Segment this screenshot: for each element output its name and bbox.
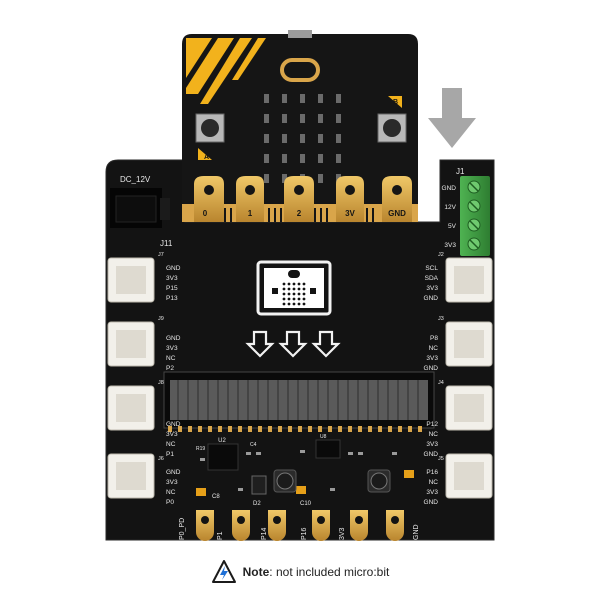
pin-label: P15 — [166, 285, 178, 292]
j1-pin-label: GND — [442, 185, 457, 192]
edge-connector-contacts — [170, 380, 428, 420]
grove-connector-j5: J5 P16 NC 3V3 GND — [424, 453, 493, 506]
pin-label: P8 — [430, 335, 438, 342]
pin-label: P12 — [426, 421, 438, 428]
button-b: B — [377, 96, 407, 143]
connector-id: J5 — [438, 456, 444, 462]
warning-icon — [211, 560, 236, 583]
bottom-gold-pads — [196, 510, 404, 541]
note-text: : not included micro:bit — [269, 565, 390, 579]
pin-label: GND — [424, 295, 439, 302]
note-caption: Note: not included micro:bit — [0, 558, 600, 586]
dc-jack: DC_12V — [110, 175, 170, 228]
j1-pin-label: 3V3 — [444, 242, 456, 249]
component-label: C4 — [250, 442, 257, 448]
button-b-label: B — [393, 99, 398, 106]
component-label: C10 — [300, 501, 312, 507]
pin-label: 3V3 — [166, 431, 178, 438]
edge-pad-label: GND — [388, 209, 406, 218]
connector-id: J6 — [158, 456, 164, 462]
dc-label: DC_12V — [120, 175, 151, 184]
note-label: Note — [242, 565, 270, 579]
pin-label: 3V3 — [166, 345, 178, 352]
connector-id: J9 — [158, 316, 164, 322]
pin-label: 3V3 — [426, 489, 438, 496]
edge-pad-label: 1 — [248, 209, 253, 218]
pin-label: NC — [166, 355, 176, 362]
pin-label: 3V3 — [426, 355, 438, 362]
grove-connector-j7: J7 GND 3V3 P15 P13 — [107, 252, 181, 303]
bottom-pad-label: P0_PD — [179, 518, 186, 540]
pin-label: 3V3 — [166, 275, 178, 282]
pin-label: 3V3 — [166, 479, 178, 486]
component-label: U2 — [218, 438, 226, 444]
pin-label: SCL — [425, 265, 438, 272]
connector-id: J8 — [158, 380, 164, 386]
edge-pad-label: 2 — [297, 209, 302, 218]
pin-label: GND — [424, 499, 439, 506]
pin-label: P13 — [166, 295, 178, 302]
bottom-pad-label: GND — [413, 524, 420, 540]
right-grove-connectors: J2 SCL SDA 3V3 GND J3 P8 NC 3V3 GND — [424, 252, 493, 506]
bottom-pad-label: P16 — [301, 527, 308, 540]
microbit-silkscreen-icon — [256, 260, 332, 316]
left-grove-connectors: J7 GND 3V3 P15 P13 J9 GND 3V3 NC P2 — [107, 252, 181, 506]
pin-label: P1 — [166, 451, 174, 458]
connector-id: J4 — [438, 380, 444, 386]
component-label: U8 — [320, 434, 327, 440]
component-label: D2 — [253, 501, 261, 507]
grove-connector-j8: J8 GND 3V3 NC P1 — [107, 380, 181, 458]
pin-label: GND — [424, 451, 439, 458]
grove-connector-j6: J6 GND 3V3 NC P0 — [107, 453, 181, 506]
connector-id: J2 — [438, 252, 444, 258]
led-matrix — [264, 94, 341, 183]
screw-terminal — [460, 176, 490, 256]
button-a: A — [195, 113, 225, 161]
j1-label: J1 — [456, 167, 465, 176]
bottom-pad-label: P1 — [217, 531, 224, 540]
pin-label: GND — [166, 335, 181, 342]
pin-label: NC — [166, 441, 176, 448]
grove-connector-j4: J4 P12 NC 3V3 GND — [424, 380, 493, 458]
component-label: R19 — [196, 446, 205, 452]
insert-down-arrow — [428, 88, 476, 148]
pin-label: GND — [166, 421, 181, 428]
j1-pin-label: 12V — [444, 204, 456, 211]
smd-components: U2 C8 C10 D2 C4 U8 R19 — [196, 434, 414, 507]
pin-label: GND — [424, 365, 439, 372]
touch-logo — [280, 58, 320, 82]
edge-pad-label: 0 — [203, 209, 208, 218]
expansion-board: DC_12V J11 J1 GND 12V 5V 3V3 — [105, 159, 495, 541]
grove-connector-j9: J9 GND 3V3 NC P2 — [107, 316, 181, 372]
grove-connector-j3: J3 P8 NC 3V3 GND — [424, 316, 493, 372]
pin-label: GND — [166, 469, 181, 476]
pin-label: NC — [429, 431, 439, 438]
connector-id: J7 — [158, 252, 164, 258]
j11-label: J11 — [160, 239, 173, 248]
grove-connector-j2: J2 SCL SDA 3V3 GND — [424, 252, 493, 303]
j1-pin-label: 5V — [448, 223, 457, 230]
pin-label: P0 — [166, 499, 174, 506]
bottom-pad-label: 3V3 — [339, 527, 346, 540]
insert-arrows-silkscreen — [245, 330, 341, 358]
bottom-pad-label: P14 — [261, 527, 268, 540]
pin-label: SDA — [425, 275, 439, 282]
microbit-edge-pads — [194, 176, 412, 222]
pin-label: NC — [429, 479, 439, 486]
pin-label: 3V3 — [426, 285, 438, 292]
pin-label: P2 — [166, 365, 174, 372]
component-label: C8 — [212, 494, 220, 500]
microbit-board: A B 0 1 2 — [182, 30, 418, 222]
connector-id: J3 — [438, 316, 444, 322]
pin-label: P16 — [426, 469, 438, 476]
pin-label: NC — [166, 489, 176, 496]
button-a-label: A — [204, 154, 209, 161]
pin-label: NC — [429, 345, 439, 352]
pin-label: 3V3 — [426, 441, 438, 448]
edge-pad-label: 3V — [345, 209, 355, 218]
pin-label: GND — [166, 265, 181, 272]
